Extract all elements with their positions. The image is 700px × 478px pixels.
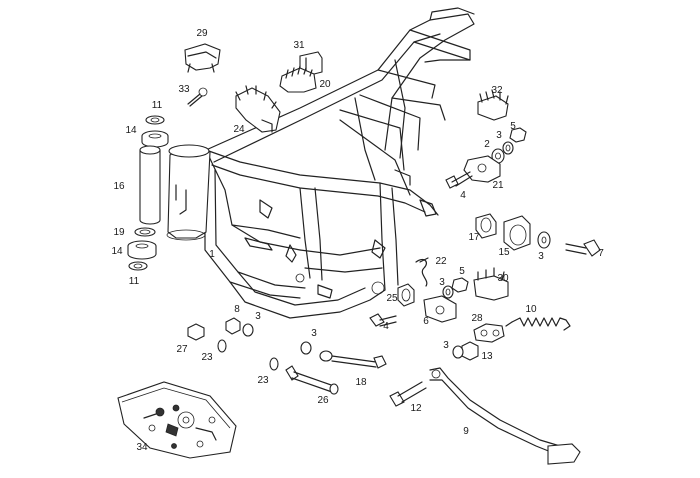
callout-4-mid: 4 bbox=[383, 321, 389, 332]
callout-11-bottom: 11 bbox=[128, 276, 140, 287]
part-28-plate bbox=[473, 323, 505, 343]
callout-32: 32 bbox=[491, 85, 503, 96]
callout-9: 9 bbox=[463, 426, 469, 437]
part-6-bracket bbox=[423, 295, 457, 323]
part-11-washer-bottom bbox=[128, 261, 148, 271]
callout-11-top: 11 bbox=[151, 100, 163, 111]
callout-6: 6 bbox=[423, 316, 429, 327]
callout-3-mid: 3 bbox=[439, 277, 445, 288]
callout-15: 15 bbox=[498, 247, 510, 258]
part-8-nut bbox=[225, 317, 241, 335]
callout-22: 22 bbox=[435, 256, 447, 267]
part-14-bearing-bottom bbox=[127, 240, 157, 260]
part-23-washer bbox=[217, 339, 227, 353]
part-33-pin bbox=[187, 87, 208, 107]
part-4-bolt-top bbox=[445, 171, 473, 189]
callout-34: 34 bbox=[136, 442, 148, 453]
part-25-spacer bbox=[397, 283, 415, 307]
callout-16: 16 bbox=[113, 181, 125, 192]
part-3-washer-mid bbox=[442, 285, 454, 299]
callout-8: 8 bbox=[234, 304, 240, 315]
part-7-bolt bbox=[565, 239, 601, 257]
part-4-bolt-mid bbox=[369, 313, 397, 327]
callout-4-top: 4 bbox=[460, 190, 466, 201]
part-17-spacer bbox=[475, 213, 497, 239]
callout-17: 17 bbox=[468, 232, 480, 243]
part-26-bolt bbox=[285, 365, 339, 395]
part-24-footpeg bbox=[235, 85, 281, 133]
part-3-washer-lower bbox=[452, 345, 464, 359]
callout-29: 29 bbox=[196, 28, 208, 39]
callout-3-left: 3 bbox=[255, 311, 261, 322]
part-27-nut bbox=[187, 323, 205, 341]
callout-33: 33 bbox=[178, 84, 190, 95]
callout-3-right: 3 bbox=[538, 251, 544, 262]
callout-3-center: 3 bbox=[311, 328, 317, 339]
callout-25: 25 bbox=[386, 293, 398, 304]
part-20-footpeg bbox=[279, 65, 317, 93]
main-frame bbox=[166, 7, 475, 319]
callout-3-lower: 3 bbox=[443, 340, 449, 351]
callout-1: 1 bbox=[209, 249, 215, 260]
part-11-washer-top bbox=[145, 115, 165, 125]
part-9-side-stand bbox=[429, 367, 581, 465]
part-10-spring bbox=[505, 317, 571, 331]
callout-5-mid: 5 bbox=[459, 266, 465, 277]
callout-13: 13 bbox=[481, 351, 493, 362]
part-5-nut-mid bbox=[451, 277, 469, 293]
callout-2: 2 bbox=[484, 139, 490, 150]
part-22-spring bbox=[415, 257, 429, 287]
part-13-nut bbox=[461, 341, 479, 361]
part-29-bracket bbox=[184, 43, 221, 73]
part-19-seal bbox=[134, 227, 156, 237]
part-21-bracket bbox=[463, 155, 501, 183]
callout-28: 28 bbox=[471, 313, 483, 324]
callout-20: 20 bbox=[319, 79, 331, 90]
part-15-bushing bbox=[503, 215, 531, 251]
callout-26: 26 bbox=[317, 395, 329, 406]
part-3-washer-right bbox=[537, 231, 551, 249]
callout-23-lower: 23 bbox=[257, 375, 269, 386]
callout-30: 30 bbox=[497, 273, 509, 284]
part-12-bolt bbox=[389, 381, 427, 407]
part-3-washer-top bbox=[502, 141, 514, 155]
part-18-bolt bbox=[319, 350, 387, 369]
part-16-tube bbox=[139, 145, 161, 225]
callout-21: 21 bbox=[492, 180, 504, 191]
part-14-bearing-top bbox=[141, 130, 169, 148]
part-23-washer-lower bbox=[269, 357, 279, 371]
part-30-footpeg bbox=[473, 267, 509, 301]
callout-7: 7 bbox=[598, 248, 604, 259]
callout-10: 10 bbox=[525, 304, 537, 315]
part-32-footpeg bbox=[477, 89, 509, 121]
callout-23-upper: 23 bbox=[201, 352, 213, 363]
callout-27: 27 bbox=[176, 344, 188, 355]
part-3-washer-center bbox=[300, 341, 312, 355]
callout-31: 31 bbox=[293, 40, 305, 51]
callout-14-top: 14 bbox=[125, 125, 137, 136]
part-3-washer-left bbox=[242, 323, 254, 337]
callout-18: 18 bbox=[355, 377, 367, 388]
callout-12: 12 bbox=[410, 403, 422, 414]
callout-5-top: 5 bbox=[510, 121, 516, 132]
callout-24: 24 bbox=[233, 124, 245, 135]
callout-3-top: 3 bbox=[496, 130, 502, 141]
part-34-parts-kit bbox=[117, 381, 237, 459]
part-5-nut-top bbox=[509, 127, 527, 143]
callout-14-bottom: 14 bbox=[111, 246, 123, 257]
callout-19: 19 bbox=[113, 227, 125, 238]
